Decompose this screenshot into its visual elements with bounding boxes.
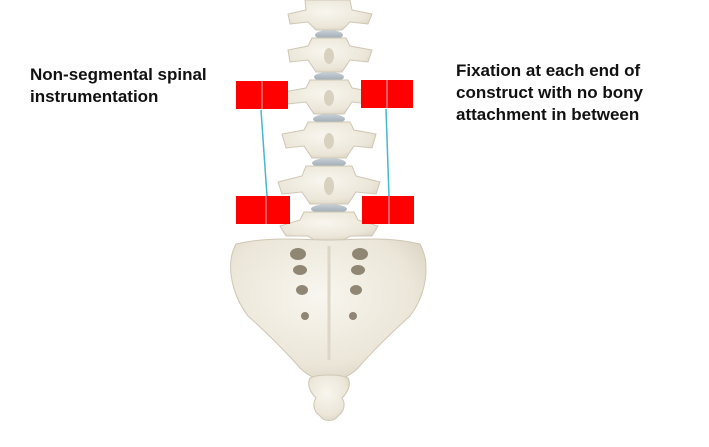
fixation-block-upper-right xyxy=(361,80,413,108)
label-fixation-description: Fixation at each end of construct with n… xyxy=(456,61,643,124)
fixation-block-lower-right xyxy=(362,196,414,224)
vertebra-5 xyxy=(277,165,381,205)
vertebra-4 xyxy=(281,121,377,159)
sacrum xyxy=(230,238,427,381)
vertebra-2 xyxy=(287,37,373,73)
label-non-segmental-instrumentation: Non-segmental spinal instrumentation xyxy=(30,65,207,106)
coccyx xyxy=(308,374,350,421)
fixation-block-upper-left xyxy=(236,81,288,109)
vertebra-1 xyxy=(287,0,373,31)
connecting-rod-right xyxy=(385,108,390,197)
connecting-rod-left xyxy=(260,109,268,197)
vertebra-3 xyxy=(283,79,375,115)
fixation-block-lower-left xyxy=(236,196,290,224)
sacral-foramina xyxy=(290,248,368,320)
